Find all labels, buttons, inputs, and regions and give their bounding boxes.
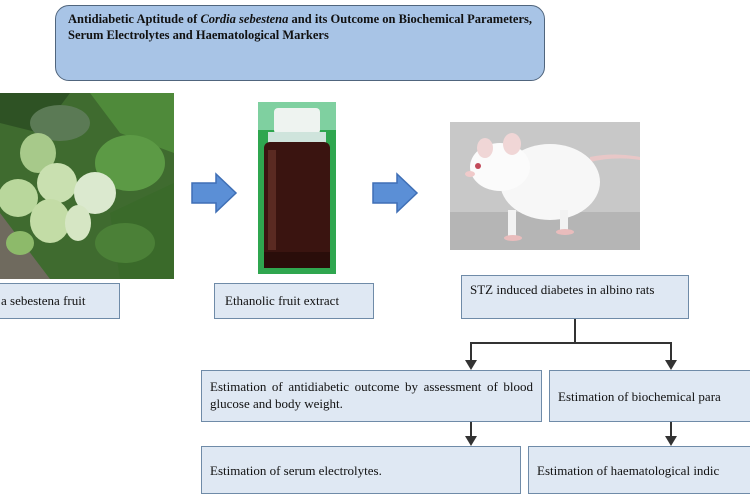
arrow-down-icon bbox=[465, 360, 477, 370]
arrow-down-icon bbox=[665, 436, 677, 446]
connector-horizontal bbox=[470, 342, 672, 344]
arrow-down-icon bbox=[465, 436, 477, 446]
extract-label-box: Ethanolic fruit extract bbox=[214, 283, 374, 319]
connector-left-drop bbox=[470, 342, 472, 362]
fruit-label: a sebestena fruit bbox=[1, 293, 86, 308]
connector-vertical bbox=[574, 319, 576, 343]
arrow-down-icon bbox=[665, 360, 677, 370]
arrow-right-icon bbox=[191, 172, 238, 214]
connector-left-lower bbox=[470, 422, 472, 438]
rat-photo bbox=[450, 122, 640, 250]
antidiabetic-box: Estimation of antidiabetic outcome by as… bbox=[201, 370, 542, 422]
extract-label: Ethanolic fruit extract bbox=[225, 293, 340, 308]
haematological-box: Estimation of haematological indic bbox=[528, 446, 750, 494]
connector-right-drop bbox=[670, 342, 672, 362]
fruit-label-box: a sebestena fruit bbox=[0, 283, 120, 319]
connector-right-lower bbox=[670, 422, 672, 438]
biochemical-label: Estimation of biochemical para bbox=[558, 389, 721, 404]
haematological-label: Estimation of haematological indic bbox=[537, 463, 720, 478]
title-part2: and its Outcome on Biochemical Parameter… bbox=[68, 12, 532, 42]
antidiabetic-label: Estimation of antidiabetic outcome by as… bbox=[210, 379, 533, 411]
title-species: Cordia sebestena bbox=[200, 12, 289, 26]
extract-photo bbox=[258, 102, 336, 274]
biochemical-box: Estimation of biochemical para bbox=[549, 370, 750, 422]
diagram-title: Antidiabetic Aptitude of Cordia sebesten… bbox=[55, 5, 545, 81]
arrow-right-icon bbox=[372, 172, 419, 214]
title-part1: Antidiabetic Aptitude of bbox=[68, 12, 201, 26]
electrolytes-box: Estimation of serum electrolytes. bbox=[201, 446, 521, 494]
electrolytes-label: Estimation of serum electrolytes. bbox=[210, 463, 382, 478]
rats-label-box: STZ induced diabetes in albino rats bbox=[461, 275, 689, 319]
fruit-photo bbox=[0, 93, 174, 279]
rats-label: STZ induced diabetes in albino rats bbox=[470, 282, 655, 297]
